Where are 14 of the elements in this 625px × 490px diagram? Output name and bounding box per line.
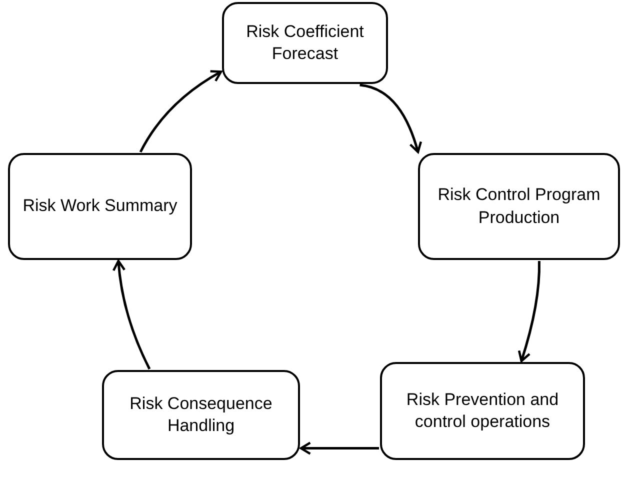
process-box (418, 153, 620, 260)
step-text: Risk Control Program Production (436, 184, 602, 228)
curved-arrow (360, 84, 422, 154)
curved-arrow (112, 260, 151, 370)
step-text: Risk Coefficient Forecast (245, 20, 365, 65)
curved-arrow (300, 442, 379, 455)
step-text: Risk Consequence Handling (128, 392, 274, 437)
process-box (8, 153, 192, 260)
step-text: Risk Work Summary (22, 195, 178, 218)
process-box (380, 362, 585, 460)
curved-arrow (518, 261, 540, 362)
step-text: Risk Prevention and control operations (405, 388, 560, 433)
process-box (222, 2, 388, 84)
process-box (102, 370, 300, 460)
